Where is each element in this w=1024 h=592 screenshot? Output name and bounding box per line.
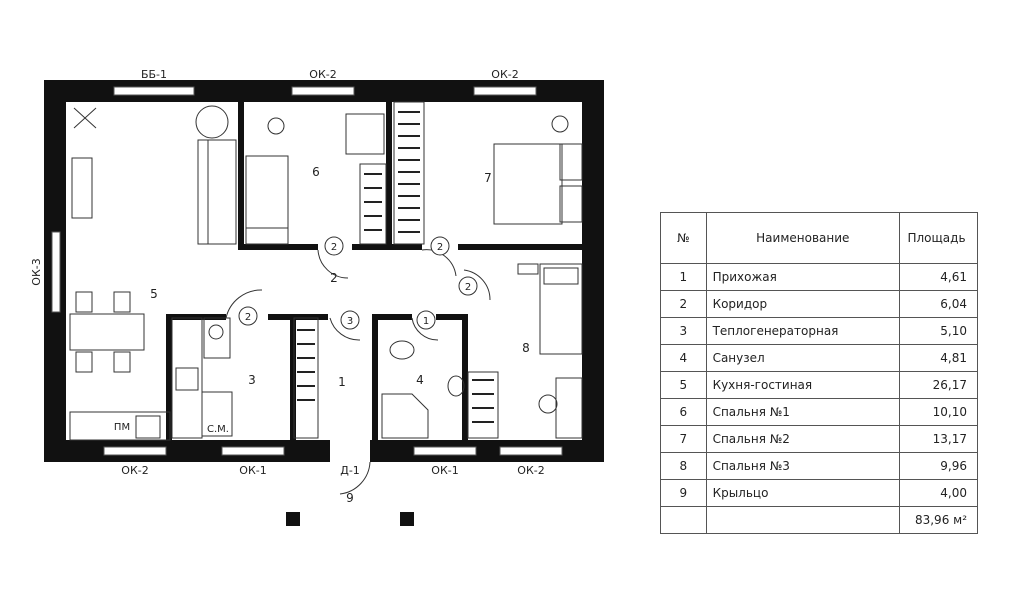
room-number-6: 6 xyxy=(312,165,320,179)
row-name: Спальня №2 xyxy=(705,425,901,453)
window-label-bb1: ББ-1 xyxy=(141,68,167,81)
row-name: Санузел xyxy=(705,344,901,372)
window-label-ok2-bottom-left: ОК-2 xyxy=(121,464,148,477)
row-name: Прихожая xyxy=(705,263,901,291)
row-area: 5,10 xyxy=(899,317,978,345)
header-area: Площадь xyxy=(899,212,978,264)
floor-plan: 2 2 2 2 3 1 ББ-1 ОК-2 ОК-2 ОК-3 ОК-2 ОК-… xyxy=(30,68,604,526)
room-number-9: 9 xyxy=(346,491,354,505)
row-area: 6,04 xyxy=(899,290,978,318)
dishwasher-label: ПМ xyxy=(114,422,130,433)
door-mark-room8: 2 xyxy=(465,282,471,293)
room-number-5: 5 xyxy=(150,287,158,301)
room-number-7: 7 xyxy=(484,171,492,185)
window-label-ok2-bottom-right: ОК-2 xyxy=(517,464,544,477)
door-swings xyxy=(225,249,491,495)
door-mark-room6: 2 xyxy=(331,242,337,253)
room-number-1: 1 xyxy=(338,375,346,389)
washing-machine-label: С.М. xyxy=(207,424,229,435)
row-num: 7 xyxy=(660,425,707,453)
table-header-row: № Наименование Площадь xyxy=(660,212,978,264)
row-area: 4,81 xyxy=(899,344,978,372)
window-label-ok1-bottom-mid1: ОК-1 xyxy=(239,464,266,477)
windows xyxy=(51,86,563,456)
row-name: Крыльцо xyxy=(705,479,901,507)
row-area: 26,17 xyxy=(899,371,978,399)
window-label-ok2-top-mid: ОК-2 xyxy=(309,68,336,81)
entrance-door-label: Д-1 xyxy=(340,464,360,477)
row-name: Спальня №1 xyxy=(705,398,901,426)
room-number-2: 2 xyxy=(330,271,338,285)
interior-walls xyxy=(166,100,584,442)
row-area: 9,96 xyxy=(899,452,978,480)
header-name: Наименование xyxy=(705,212,901,264)
row-num: 4 xyxy=(660,344,707,372)
room-number-3: 3 xyxy=(248,373,256,387)
wardrobe-hatch xyxy=(297,111,494,423)
door-mark-room7: 2 xyxy=(437,242,443,253)
window-label-ok2-top-right: ОК-2 xyxy=(491,68,518,81)
row-num: 2 xyxy=(660,290,707,318)
row-num: 3 xyxy=(660,317,707,345)
door-mark-circles xyxy=(238,236,478,330)
porch-post-right xyxy=(400,512,414,526)
room-number-8: 8 xyxy=(522,341,530,355)
row-area: 13,17 xyxy=(899,425,978,453)
room-number-4: 4 xyxy=(416,373,424,387)
header-num: № xyxy=(660,212,707,264)
table-total-row: 83,96 м² xyxy=(660,506,978,534)
row-num: 9 xyxy=(660,479,707,507)
row-area: 10,10 xyxy=(899,398,978,426)
row-num: 8 xyxy=(660,452,707,480)
row-name: Спальня №3 xyxy=(705,452,901,480)
entrance-gap xyxy=(330,438,370,464)
row-area: 4,61 xyxy=(899,263,978,291)
door-mark-room3: 3 xyxy=(347,316,353,327)
total-area: 83,96 м² xyxy=(899,506,978,534)
furniture xyxy=(69,101,583,441)
row-name: Кухня-гостиная xyxy=(705,371,901,399)
window-label-ok1-bottom-mid2: ОК-1 xyxy=(431,464,458,477)
row-num: 5 xyxy=(660,371,707,399)
total-name-empty xyxy=(705,506,901,534)
total-num-empty xyxy=(660,506,707,534)
window-label-ok3-left: ОК-3 xyxy=(30,258,43,285)
row-name: Теплогенераторная xyxy=(705,317,901,345)
porch-post-left xyxy=(286,512,300,526)
row-num: 1 xyxy=(660,263,707,291)
row-num: 6 xyxy=(660,398,707,426)
door-mark-room4: 1 xyxy=(423,316,429,327)
door-mark-room5: 2 xyxy=(245,312,251,323)
row-name: Коридор xyxy=(705,290,901,318)
row-area: 4,00 xyxy=(899,479,978,507)
outer-walls xyxy=(44,80,604,462)
